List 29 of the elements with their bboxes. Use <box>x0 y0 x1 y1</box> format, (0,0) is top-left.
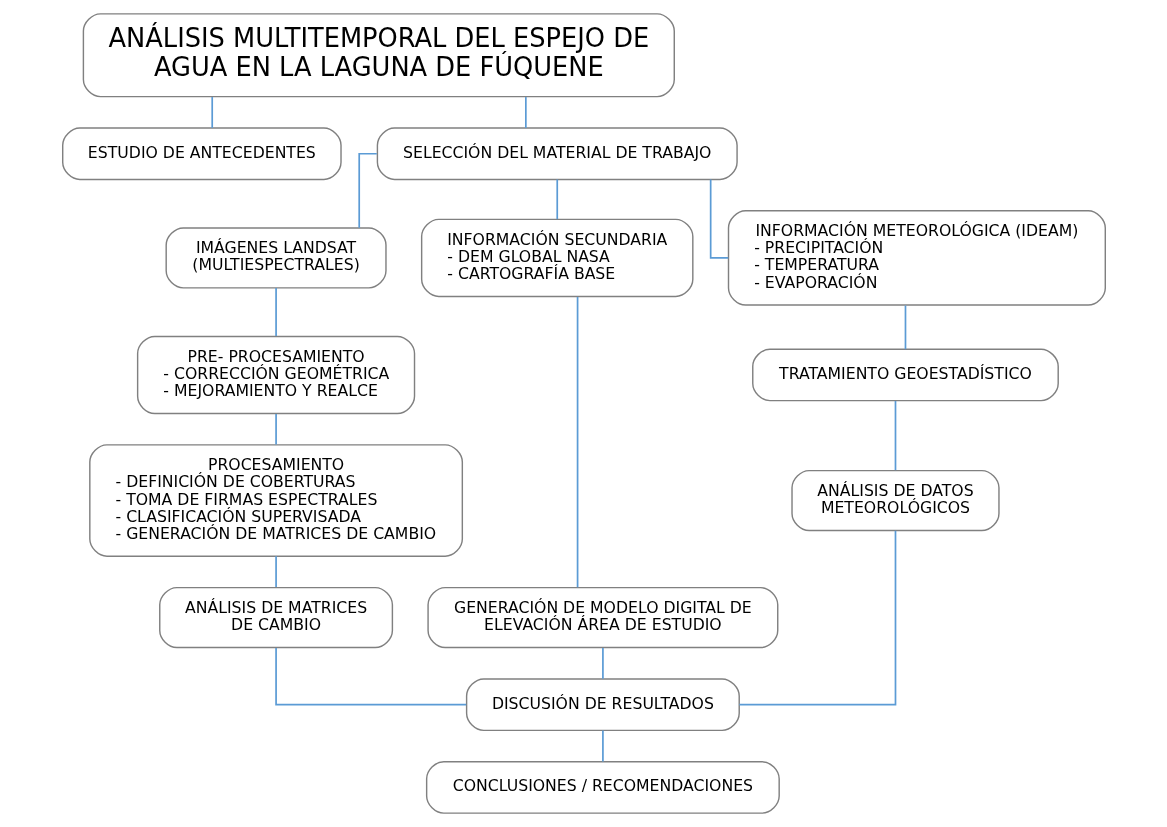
node-box: CONCLUSIONES / RECOMENDACIONES <box>425 761 780 814</box>
connector <box>274 555 277 588</box>
node-box: ANÁLISIS MULTITEMPORAL DEL ESPEJO DE AGUA EN LA LAGUNA DE FÚQUENE <box>82 13 675 98</box>
node-box: TRATAMIENTO GEOESTADÍSTICO <box>751 348 1059 402</box>
connector <box>601 729 604 763</box>
connector <box>555 178 558 220</box>
connector <box>709 178 729 259</box>
node-box: PROCESAMIENTO - DEFINICIÓN DE COBERTURAS - TOMA DE FIRMAS ESPECTRALES - CLASIFICACIÓN SUPERVISADA - GENERACIÓN DE MATRICES DE CAMBIO <box>88 444 463 557</box>
node-box: PRE- PROCESAMIENTO - CORRECCIÓN GEOMÉTRICA - MEJORAMIENTO Y REALCE <box>136 335 415 415</box>
connector <box>904 304 906 351</box>
connector <box>210 96 213 129</box>
connector <box>357 152 378 229</box>
node-box: GENERACIÓN DE MODELO DIGITAL DE ELEVACIÓN ÁREA DE ESTUDIO <box>426 586 778 649</box>
node-box: ANÁLISIS DE DATOS METEOROLÓGICOS <box>790 469 1000 532</box>
connector <box>894 400 896 471</box>
node-box: ANÁLISIS DE MATRICES DE CAMBIO <box>158 586 393 649</box>
connector <box>274 413 277 446</box>
node-box: SELECCIÓN DEL MATERIAL DE TRABAJO <box>376 127 738 181</box>
connector <box>274 647 467 706</box>
node-box: IMÁGENES LANDSAT (MULTIESPECTRALES) <box>164 227 387 289</box>
node-box: INFORMACIÓN METEOROLÓGICA (IDEAM) - PRECIPITACIÓN - TEMPERATURA - EVAPORACIÓN <box>727 210 1106 306</box>
connector <box>576 296 578 589</box>
connector <box>524 96 527 129</box>
node-box: INFORMACIÓN SECUNDARIA - DEM GLOBAL NASA - CARTOGRAFÍA BASE <box>420 218 694 298</box>
connector <box>738 529 896 706</box>
node-box: ESTUDIO DE ANTECEDENTES <box>61 127 342 181</box>
connector <box>274 287 277 337</box>
connector <box>601 647 604 680</box>
node-box: DISCUSIÓN DE RESULTADOS <box>465 678 740 732</box>
